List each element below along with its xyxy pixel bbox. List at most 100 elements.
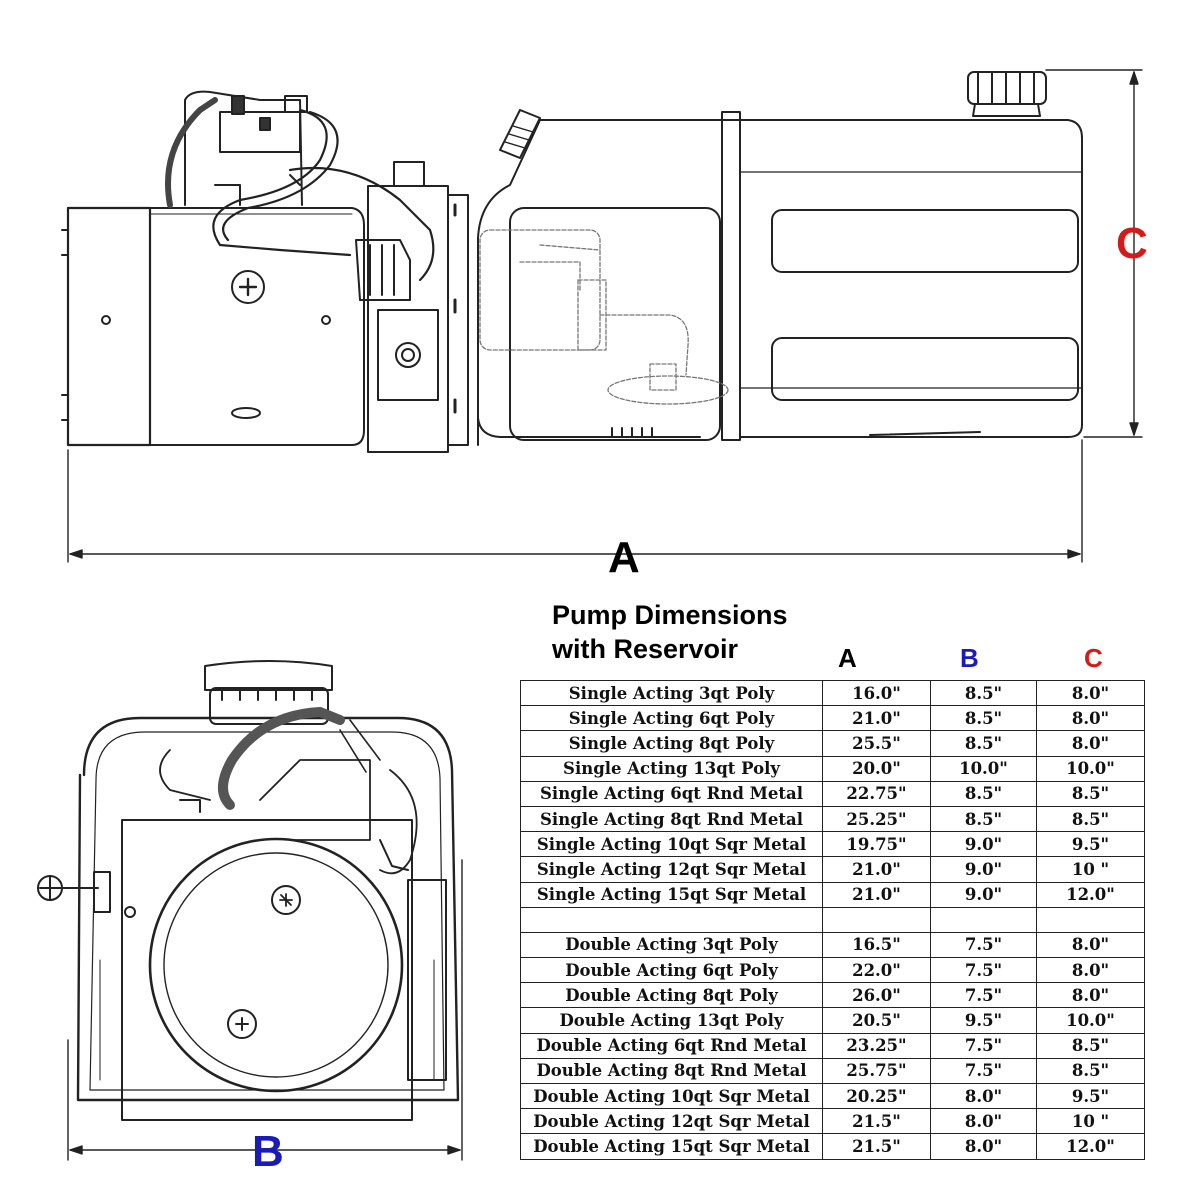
dimension-a-cell: 21.5" [822,1133,931,1160]
model-name-cell: Single Acting 12qt Sqr Metal [520,856,823,883]
dimension-c-cell: 9.5" [1036,831,1145,858]
side-view-drawing [61,69,1143,563]
model-name-cell: Double Acting 3qt Poly [520,931,823,959]
model-name-cell: Single Acting 8qt Rnd Metal [520,805,823,833]
dimension-c-cell: 12.0" [1036,881,1145,908]
dimension-a-cell: 21.0" [822,856,931,883]
dimension-c-cell: 8.0" [1036,679,1145,707]
valve-block [355,161,469,453]
dimension-c-cell: 8.0" [1036,931,1145,959]
dimension-b-cell: 7.5" [930,931,1037,959]
dimension-c-cell: 9.5" [1036,1082,1145,1110]
dimension-b-cell: 7.5" [930,1057,1037,1085]
model-name-cell: Double Acting 6qt Rnd Metal [520,1032,823,1059]
dimension-b-cell: 8.0" [930,1082,1037,1110]
dimension-b-cell: 9.0" [930,856,1037,883]
dimension-a-cell: 21.5" [822,1108,931,1135]
dimension-c-cell: 8.5" [1036,1057,1145,1085]
dimension-a-cell: 23.25" [822,1032,931,1059]
solenoid [165,90,308,208]
dimension-a-line [67,439,1083,563]
dimension-b-cell: 7.5" [930,982,1037,1009]
dimension-b-label: B [252,1127,284,1176]
dimension-a-cell: 20.0" [822,755,931,782]
table-title: Pump Dimensions with Reservoir [552,598,852,666]
dimension-b-cell: 7.5" [930,1032,1037,1059]
model-name-cell: Single Acting 6qt Poly [520,705,823,732]
front-view-drawing [37,660,463,1161]
table-title-line2: with Reservoir [552,634,739,664]
column-header-a: A [838,643,857,673]
dimension-c-cell: 8.0" [1036,957,1145,984]
dimension-a-cell: 22.0" [822,957,931,984]
column-header-b: B [960,643,979,673]
dimension-c-cell: 8.5" [1036,780,1145,807]
dimension-a-cell: 19.75" [822,831,931,858]
model-name-cell: Double Acting 8qt Poly [520,982,823,1009]
dimension-b-cell: 7.5" [930,957,1037,984]
model-name-cell: Double Acting 6qt Poly [520,957,823,984]
model-name-cell: Double Acting 10qt Sqr Metal [520,1082,823,1110]
dimension-a-cell: 20.25" [822,1082,931,1110]
table-title-line1: Pump Dimensions [552,600,788,630]
dimension-c-line [1045,69,1143,438]
dimension-b-cell: 10.0" [930,755,1037,782]
dimension-c-cell: 8.0" [1036,982,1145,1009]
dimension-a-cell: 20.5" [822,1007,931,1034]
model-name-cell: Double Acting 15qt Sqr Metal [520,1133,823,1160]
motor-body [61,206,365,447]
dimension-a-cell: 25.5" [822,730,931,757]
dimension-c-cell [1036,906,1145,933]
dimension-b-cell: 8.0" [930,1133,1037,1160]
dimension-c-cell: 12.0" [1036,1133,1145,1160]
dimension-c-cell: 10.0" [1036,755,1145,782]
dimension-c-cell: 8.5" [1036,1032,1145,1059]
dimension-b-line [67,859,463,1161]
column-header-c: C [1084,643,1103,673]
dimension-a-label: A [608,533,640,582]
dimension-a-cell: 26.0" [822,982,931,1009]
dimension-a-cell [822,906,931,933]
dimension-c-cell: 10 " [1036,856,1145,883]
model-name-cell: Single Acting 15qt Sqr Metal [520,881,823,908]
dimension-b-cell: 9.0" [930,881,1037,908]
dimension-c-cell: 8.5" [1036,805,1145,833]
dimension-b-cell [930,906,1037,933]
model-name-cell: Double Acting 13qt Poly [520,1007,823,1034]
dimension-a-cell: 25.25" [822,805,931,833]
dimension-b-cell: 8.5" [930,805,1037,833]
dimension-b-cell: 8.5" [930,780,1037,807]
dimension-b-cell: 8.0" [930,1108,1037,1135]
dimension-a-cell: 16.0" [822,679,931,707]
dimension-b-cell: 9.5" [930,1007,1037,1034]
dimension-a-cell: 22.75" [822,780,931,807]
dimension-c-cell: 8.0" [1036,705,1145,732]
model-name-cell: Single Acting 13qt Poly [520,755,823,782]
model-name-cell: Single Acting 8qt Poly [520,730,823,757]
dimension-a-cell: 21.0" [822,881,931,908]
dimension-b-cell: 9.0" [930,831,1037,858]
dimension-b-cell: 8.5" [930,679,1037,707]
model-name-cell: Single Acting 3qt Poly [520,679,823,707]
internal-pump [479,229,729,405]
dimension-c-label: C [1116,219,1148,268]
model-name-cell: Single Acting 10qt Sqr Metal [520,831,823,858]
